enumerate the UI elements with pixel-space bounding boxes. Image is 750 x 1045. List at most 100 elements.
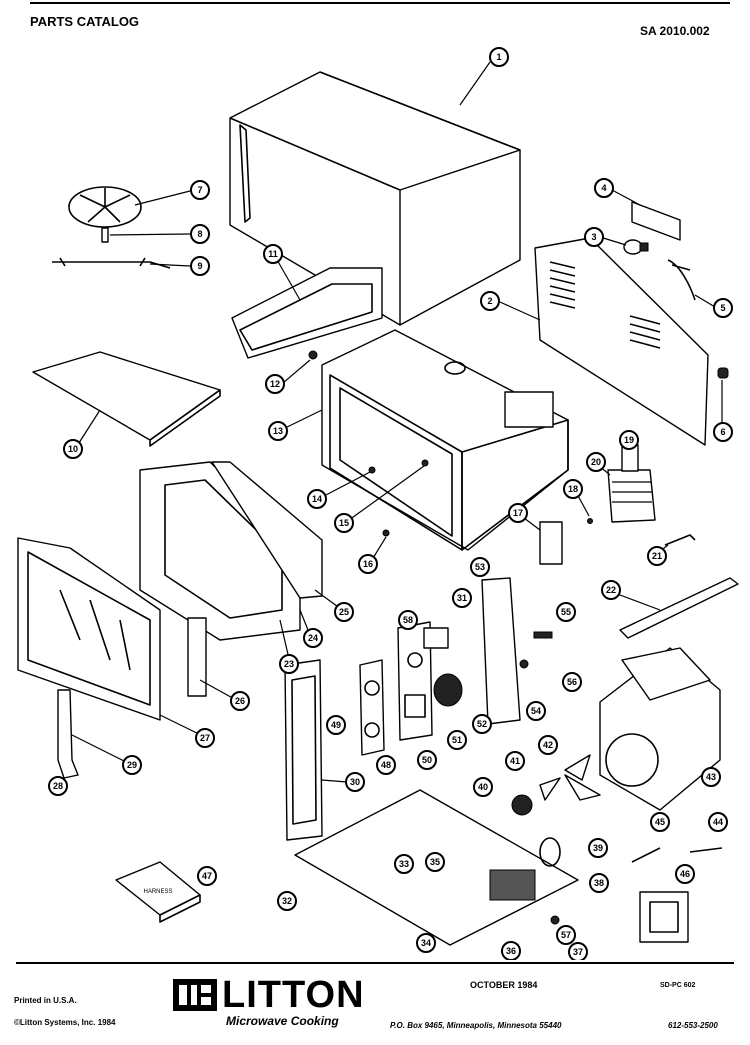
svg-text:37: 37 xyxy=(573,947,583,957)
brand-subtitle: Microwave Cooking xyxy=(226,1014,339,1028)
back-panel-part xyxy=(534,237,709,446)
magnetron-part xyxy=(607,444,656,523)
footer-rule xyxy=(16,962,734,964)
page-title: PARTS CATALOG xyxy=(30,14,140,29)
svg-text:24: 24 xyxy=(308,633,318,643)
company-phone: 612-553-2500 xyxy=(668,1021,718,1030)
screw-37-part xyxy=(550,915,560,925)
document-code: SD-PC 602 xyxy=(660,982,696,989)
callout-37: 37 xyxy=(568,942,588,960)
callout-15: 15 xyxy=(334,513,354,533)
svg-text:55: 55 xyxy=(561,607,571,617)
bracket-part xyxy=(52,257,171,269)
rivet-part xyxy=(421,459,429,467)
callout-48: 48 xyxy=(376,755,396,775)
callout-30: 30 xyxy=(345,772,365,792)
printed-note: Printed in U.S.A. xyxy=(14,996,77,1005)
callout-35: 35 xyxy=(425,852,445,872)
svg-text:52: 52 xyxy=(477,719,487,729)
svg-text:34: 34 xyxy=(421,938,431,948)
svg-text:47: 47 xyxy=(202,871,212,881)
lamp-part xyxy=(623,239,649,255)
wire-part xyxy=(667,259,696,301)
svg-text:18: 18 xyxy=(568,484,578,494)
callout-57: 57 xyxy=(556,925,576,945)
svg-text:36: 36 xyxy=(506,946,516,956)
company-address: P.O. Box 9465, Minneapolis, Minnesota 55… xyxy=(390,1021,562,1030)
svg-text:28: 28 xyxy=(53,781,63,791)
svg-text:58: 58 xyxy=(403,615,413,625)
svg-text:26: 26 xyxy=(235,696,245,706)
callout-28: 28 xyxy=(48,776,68,796)
transformer-part xyxy=(639,891,689,943)
svg-text:2: 2 xyxy=(487,296,492,306)
svg-text:53: 53 xyxy=(475,562,485,572)
svg-text:15: 15 xyxy=(339,518,349,528)
coil-part xyxy=(433,673,463,707)
hinge-pin-part xyxy=(368,466,376,474)
svg-text:31: 31 xyxy=(457,593,467,603)
callout-36: 36 xyxy=(501,941,521,960)
svg-text:1: 1 xyxy=(496,52,501,62)
svg-text:42: 42 xyxy=(543,740,553,750)
svg-text:43: 43 xyxy=(706,772,716,782)
callout-43: 43 xyxy=(701,767,721,787)
callout-11: 11 xyxy=(263,244,283,264)
blower-housing-part xyxy=(599,647,721,811)
fan-blade-part xyxy=(539,754,601,801)
callout-38: 38 xyxy=(589,873,609,893)
svg-text:54: 54 xyxy=(531,706,541,716)
svg-text:48: 48 xyxy=(381,760,391,770)
callout-13: 13 xyxy=(268,421,288,441)
air-guide-part xyxy=(231,267,383,359)
callout-24: 24 xyxy=(303,628,323,648)
shaft-part xyxy=(101,227,109,243)
outer-cabinet-part xyxy=(229,71,521,326)
litton-logo: LITTON Microwave Cooking xyxy=(172,974,372,1034)
callout-52: 52 xyxy=(472,714,492,734)
callout-12: 12 xyxy=(265,374,285,394)
svg-text:19: 19 xyxy=(624,435,634,445)
nut-part xyxy=(519,659,529,669)
screw-16-part xyxy=(382,529,390,537)
callout-21: 21 xyxy=(647,546,667,566)
control-plate-part xyxy=(359,659,385,756)
svg-text:57: 57 xyxy=(561,930,571,940)
svg-text:41: 41 xyxy=(510,756,520,766)
stirrer-fan-part xyxy=(68,186,142,228)
callout-7: 7 xyxy=(190,180,210,200)
callout-26: 26 xyxy=(230,691,250,711)
terminal-board-part xyxy=(631,201,681,241)
svg-text:9: 9 xyxy=(197,261,202,271)
callout-18: 18 xyxy=(563,479,583,499)
callout-16: 16 xyxy=(358,554,378,574)
svg-text:HARNESS: HARNESS xyxy=(143,889,172,895)
svg-text:44: 44 xyxy=(713,817,723,827)
callout-19: 19 xyxy=(619,430,639,450)
callout-27: 27 xyxy=(195,728,215,748)
callout-53: 53 xyxy=(470,557,490,577)
switch-part xyxy=(539,521,563,565)
timer-part xyxy=(397,621,433,741)
catalog-code: SA 2010.002 xyxy=(640,24,710,38)
callout-22: 22 xyxy=(601,580,621,600)
callout-46: 46 xyxy=(675,864,695,884)
latch-part xyxy=(187,617,207,697)
svg-text:7: 7 xyxy=(197,185,202,195)
svg-text:22: 22 xyxy=(606,585,616,595)
brand-name: LITTON xyxy=(222,974,365,1016)
callout-47: 47 xyxy=(197,866,217,886)
callout-3: 3 xyxy=(584,227,604,247)
litton-logo-mark-icon xyxy=(173,979,217,1011)
svg-text:33: 33 xyxy=(399,859,409,869)
top-rule xyxy=(30,2,730,4)
svg-text:10: 10 xyxy=(68,444,78,454)
copyright-note: ©Litton Systems, Inc. 1984 xyxy=(14,1018,116,1027)
callout-8: 8 xyxy=(190,224,210,244)
svg-text:45: 45 xyxy=(655,817,665,827)
svg-text:11: 11 xyxy=(268,249,278,259)
svg-text:5: 5 xyxy=(720,303,725,313)
svg-text:21: 21 xyxy=(652,551,662,561)
motor-part xyxy=(511,794,533,816)
callout-31: 31 xyxy=(452,588,472,608)
